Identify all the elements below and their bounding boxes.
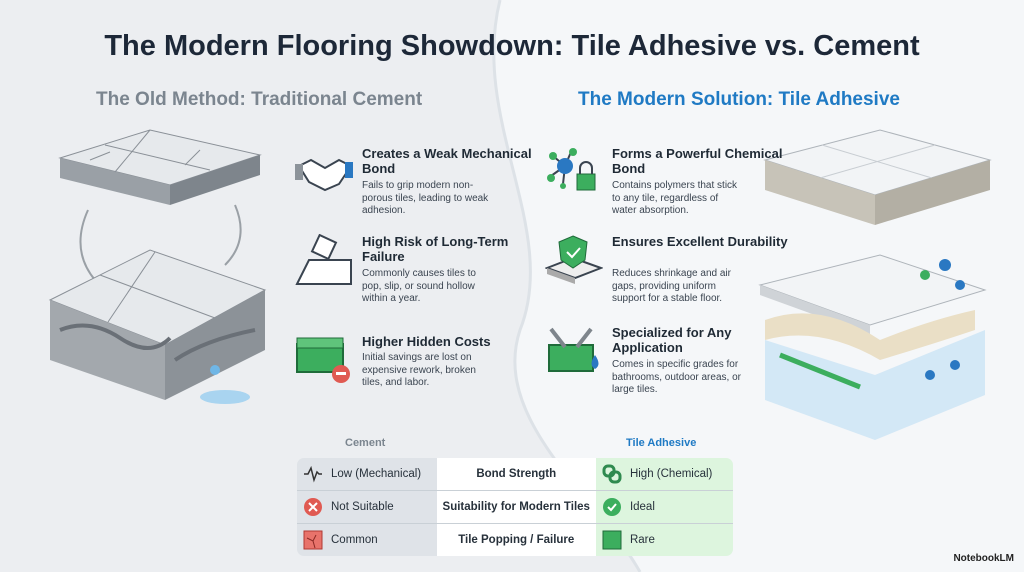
x-circle-icon: [303, 497, 323, 517]
table-row: Not Suitable Suitability for Modern Tile…: [297, 490, 733, 524]
chain-link-icon: [602, 464, 622, 484]
toolbox-icon: [548, 327, 599, 372]
molecule-lock-icon: [547, 148, 596, 191]
table-row: Low (Mechanical) Bond Strength High (Che…: [297, 458, 733, 491]
handshake-icon: [295, 158, 353, 192]
comparison-table: Low (Mechanical) Bond Strength High (Che…: [296, 457, 734, 557]
cracked-tile-icon: [303, 530, 323, 550]
shield-tile-icon: [545, 235, 603, 284]
intact-tile-icon: [602, 530, 622, 550]
table-row: Common Tile Popping / Failure Rare: [297, 523, 733, 556]
table-header-adhesive: Tile Adhesive: [626, 437, 697, 449]
page-title: The Modern Flooring Showdown: Tile Adhes…: [104, 30, 920, 62]
adhesive-tiles-illustration: [758, 129, 992, 440]
popping-tile-icon: [295, 234, 352, 285]
cement-subtitle: The Old Method: Traditional Cement: [96, 89, 423, 110]
cracked-tiles-illustration: [48, 129, 267, 404]
notebooklm-logo: NotebookLM: [953, 553, 1014, 564]
adhesive-subtitle: The Modern Solution: Tile Adhesive: [578, 89, 900, 110]
zigzag-icon: [303, 464, 323, 484]
table-header-cement: Cement: [345, 437, 386, 449]
check-circle-icon: [602, 497, 622, 517]
money-stack-icon: [296, 337, 350, 383]
